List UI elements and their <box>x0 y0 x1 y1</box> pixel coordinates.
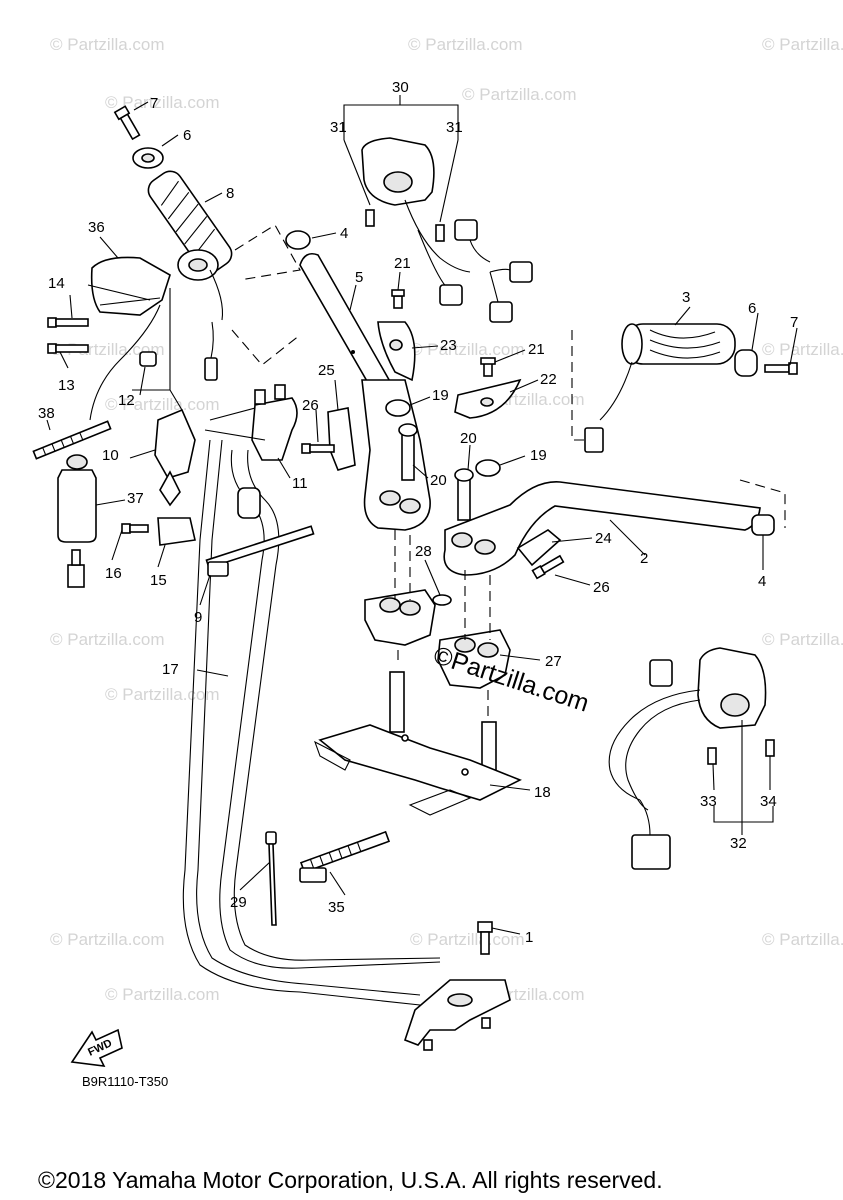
callout-30: 30 <box>392 79 409 96</box>
brake-reservoir-group <box>32 408 196 588</box>
callout-32: 32 <box>730 835 747 852</box>
right-grip-assembly <box>584 323 798 536</box>
left-grip-assembly <box>113 105 233 381</box>
throttle-housing <box>204 384 298 461</box>
watermark: © Partzilla.com <box>408 35 523 54</box>
callout-18: 18 <box>534 784 551 801</box>
left-lever-holder <box>47 256 171 421</box>
fwd-arrow: FWD <box>70 1028 123 1067</box>
callout-19: 19 <box>530 447 547 464</box>
callout-38: 38 <box>38 405 55 422</box>
callout-26: 26 <box>302 397 319 414</box>
watermark: © Partzilla.com <box>105 985 220 1004</box>
callout-27: 27 <box>545 653 562 670</box>
callout-12: 12 <box>118 392 135 409</box>
callout-25: 25 <box>318 362 335 379</box>
callout-34: 34 <box>760 793 777 810</box>
right-handlebar-switch <box>608 647 775 870</box>
right-handlebar <box>443 481 761 580</box>
callout-21: 21 <box>528 341 545 358</box>
callout-21: 21 <box>394 255 411 272</box>
callout-33: 33 <box>700 793 717 810</box>
callout-22: 22 <box>540 371 557 388</box>
callout-9: 9 <box>194 609 202 626</box>
watermark: © Partzilla.com <box>50 930 165 949</box>
alignment-lines <box>394 530 491 720</box>
dashed-guide <box>571 330 590 441</box>
watermark: © Partzilla.com <box>410 340 525 359</box>
watermark: © Partzilla.com <box>410 930 525 949</box>
callout-4: 4 <box>340 225 348 242</box>
callout-19: 19 <box>432 387 449 404</box>
callout-3: 3 <box>682 289 690 306</box>
callout-2: 2 <box>640 550 648 567</box>
cable-ties <box>265 830 391 926</box>
watermark: © Partzilla.com <box>462 85 577 104</box>
callout-labels: 7 6 8 30 31 31 4 36 5 21 14 23 21 3 6 7 … <box>38 79 798 946</box>
left-handlebar <box>299 252 431 531</box>
callout-20: 20 <box>430 472 447 489</box>
copyright-notice: ©2018 Yamaha Motor Corporation, U.S.A. A… <box>38 1167 663 1193</box>
watermark: © Partzilla.com <box>50 35 165 54</box>
watermark: © Partzilla.com <box>50 630 165 649</box>
callout-15: 15 <box>150 572 167 589</box>
callout-13: 13 <box>58 377 75 394</box>
bar-end-weight <box>285 230 311 250</box>
watermark: © Partzilla.com <box>762 630 843 649</box>
callout-8: 8 <box>226 185 234 202</box>
callout-17: 17 <box>162 661 179 678</box>
callout-7: 7 <box>790 314 798 331</box>
diagram-code: B9R1110-T350 <box>82 1074 168 1089</box>
handlebar-holders <box>364 589 511 689</box>
watermark: © Partzilla.com <box>105 685 220 704</box>
callout-16: 16 <box>105 565 122 582</box>
callout-6: 6 <box>748 300 756 317</box>
handlebar-fasteners-center <box>377 289 418 481</box>
callout-35: 35 <box>328 899 345 916</box>
callout-1: 1 <box>525 929 533 946</box>
callout-37: 37 <box>127 490 144 507</box>
callout-36: 36 <box>88 219 105 236</box>
callout-11: 11 <box>292 475 308 492</box>
callout-5: 5 <box>355 269 363 286</box>
callout-31: 31 <box>330 119 347 136</box>
callout-20: 20 <box>460 430 477 447</box>
callout-23: 23 <box>440 337 457 354</box>
dashed-guide <box>739 479 786 528</box>
leader-lines <box>46 95 798 935</box>
throttle-cables <box>182 439 446 1021</box>
callout-26: 26 <box>593 579 610 596</box>
watermark: © Partzilla.com <box>762 340 843 359</box>
dashed-guide <box>234 224 301 281</box>
watermark: © Partzilla.com <box>105 93 220 112</box>
callout-29: 29 <box>230 894 247 911</box>
dashed-guide <box>231 329 301 366</box>
callout-7: 7 <box>150 95 158 112</box>
callout-31: 31 <box>446 119 463 136</box>
callout-24: 24 <box>595 530 612 547</box>
left-handlebar-switch <box>361 137 533 323</box>
handlebar-fasteners-right <box>454 357 522 521</box>
callout-6: 6 <box>183 127 191 144</box>
callout-10: 10 <box>102 447 119 464</box>
bottom-bracket <box>403 921 511 1051</box>
wire-bracket <box>301 407 356 471</box>
callout-28: 28 <box>415 543 432 560</box>
watermark: © Partzilla.com <box>762 35 843 54</box>
lower-bracket <box>314 671 522 816</box>
watermark: © Partzilla.com <box>762 930 843 949</box>
watermark: © Partzilla.com <box>105 395 220 414</box>
callout-14: 14 <box>48 275 65 292</box>
callout-4: 4 <box>758 573 766 590</box>
